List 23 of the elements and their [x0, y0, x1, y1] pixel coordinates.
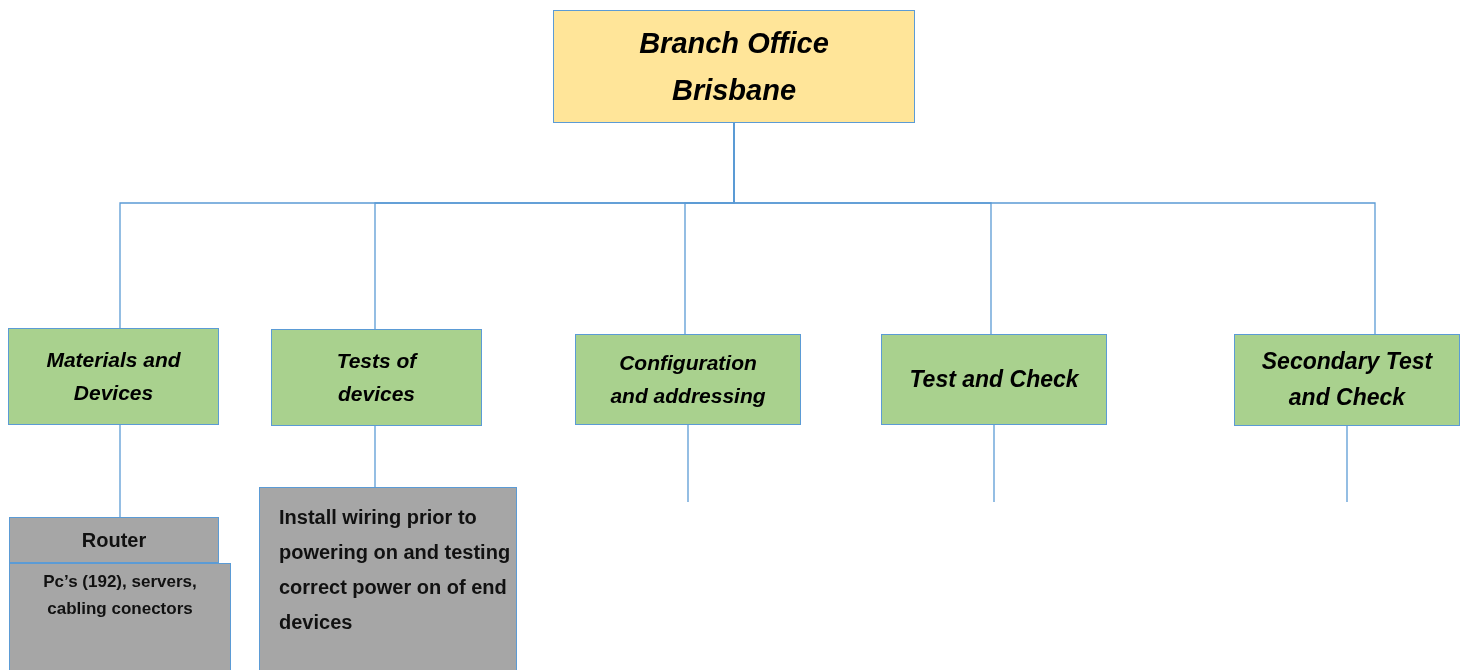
- node-label: Pc’s (192), servers, cabling conectors: [42, 571, 198, 621]
- node-label: Test and Check: [909, 364, 1079, 394]
- category-box: [1234, 334, 1460, 426]
- category-box: [271, 329, 482, 426]
- node-label: Configuration and addressing: [609, 349, 767, 409]
- item-box: [9, 563, 231, 670]
- item-box: [9, 517, 219, 563]
- node-label: Tests of devices: [335, 347, 419, 407]
- category-box: [575, 334, 801, 425]
- connector-line: [119, 424, 121, 518]
- node-label: Materials and Devices: [45, 346, 182, 406]
- category-box: [881, 334, 1107, 425]
- connector-line: [1346, 425, 1348, 503]
- connector-line: [687, 424, 689, 503]
- node-label: Router: [81, 528, 147, 552]
- node-label: Install wiring prior to powering on and testing correct power on of end devices: [279, 505, 512, 635]
- item-box: [259, 487, 517, 670]
- connector-line: [374, 425, 376, 488]
- root-box: [553, 10, 915, 123]
- category-box: [8, 328, 219, 425]
- node-label: Branch Office Brisbane: [638, 26, 830, 108]
- node-label: Secondary Test and Check: [1260, 347, 1434, 412]
- connector-line: [993, 424, 995, 503]
